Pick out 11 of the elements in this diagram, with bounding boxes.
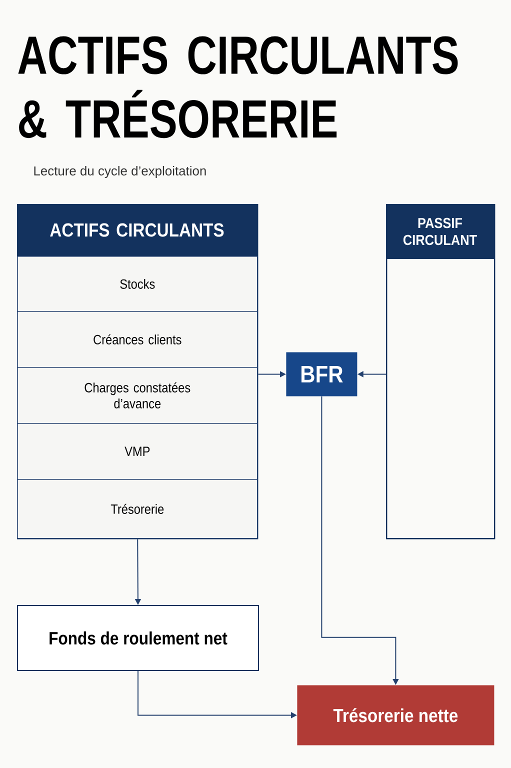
table-row: Créances clients (17, 311, 258, 368)
table-panel: PASSIF CIRCULANT (386, 204, 496, 540)
highlight-box: Trésorerie nette (297, 685, 494, 746)
result-box: BFR (286, 352, 358, 396)
title: ACTIFS CIRCULANTS & TRÉSORERIE (18, 36, 458, 138)
table-row: Trésorerie (17, 479, 258, 539)
result-box: Fonds de roulement net (17, 605, 259, 671)
subtitle: Lecture du cycle d’exploitation (34, 166, 206, 178)
table-row: VMP (17, 423, 258, 480)
table-row: Charges constatées d’avance (17, 367, 258, 424)
table-row: Stocks (17, 256, 258, 312)
